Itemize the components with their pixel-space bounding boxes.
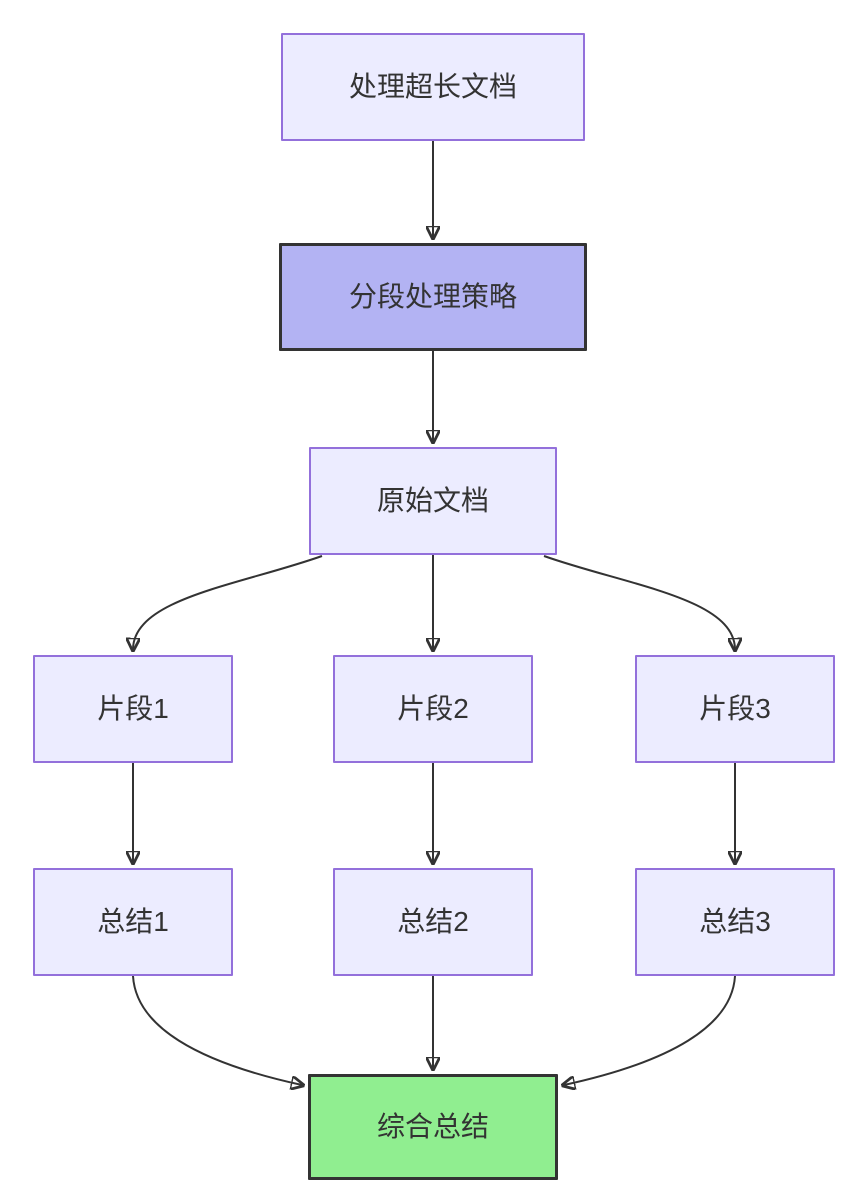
node-summary-2: 总结2 [333,868,533,976]
node-segment-2-label: 片段2 [397,693,469,725]
node-summary-3: 总结3 [635,868,835,976]
node-start-label: 处理超长文档 [348,71,517,103]
edge-sum3-final [564,975,736,1085]
node-segment-3: 片段3 [635,655,835,763]
node-summary-1-label: 总结1 [97,906,169,938]
node-original-doc: 原始文档 [309,447,557,555]
node-segment-3-label: 片段3 [699,693,771,725]
node-final-summary: 综合总结 [308,1074,558,1180]
node-final-summary-label: 综合总结 [376,1111,489,1143]
node-summary-2-label: 总结2 [397,906,469,938]
node-segment-1-label: 片段1 [97,693,169,725]
edge-doc-seg1 [133,555,323,649]
edge-doc-seg3 [543,555,735,649]
node-summary-1: 总结1 [33,868,233,976]
node-start: 处理超长文档 [281,33,585,141]
node-segment-2: 片段2 [333,655,533,763]
node-summary-3-label: 总结3 [699,906,771,938]
node-segment-1: 片段1 [33,655,233,763]
node-strategy: 分段处理策略 [279,243,587,351]
node-strategy-label: 分段处理策略 [348,281,517,313]
edge-sum1-final [132,975,302,1085]
node-original-doc-label: 原始文档 [376,485,489,517]
